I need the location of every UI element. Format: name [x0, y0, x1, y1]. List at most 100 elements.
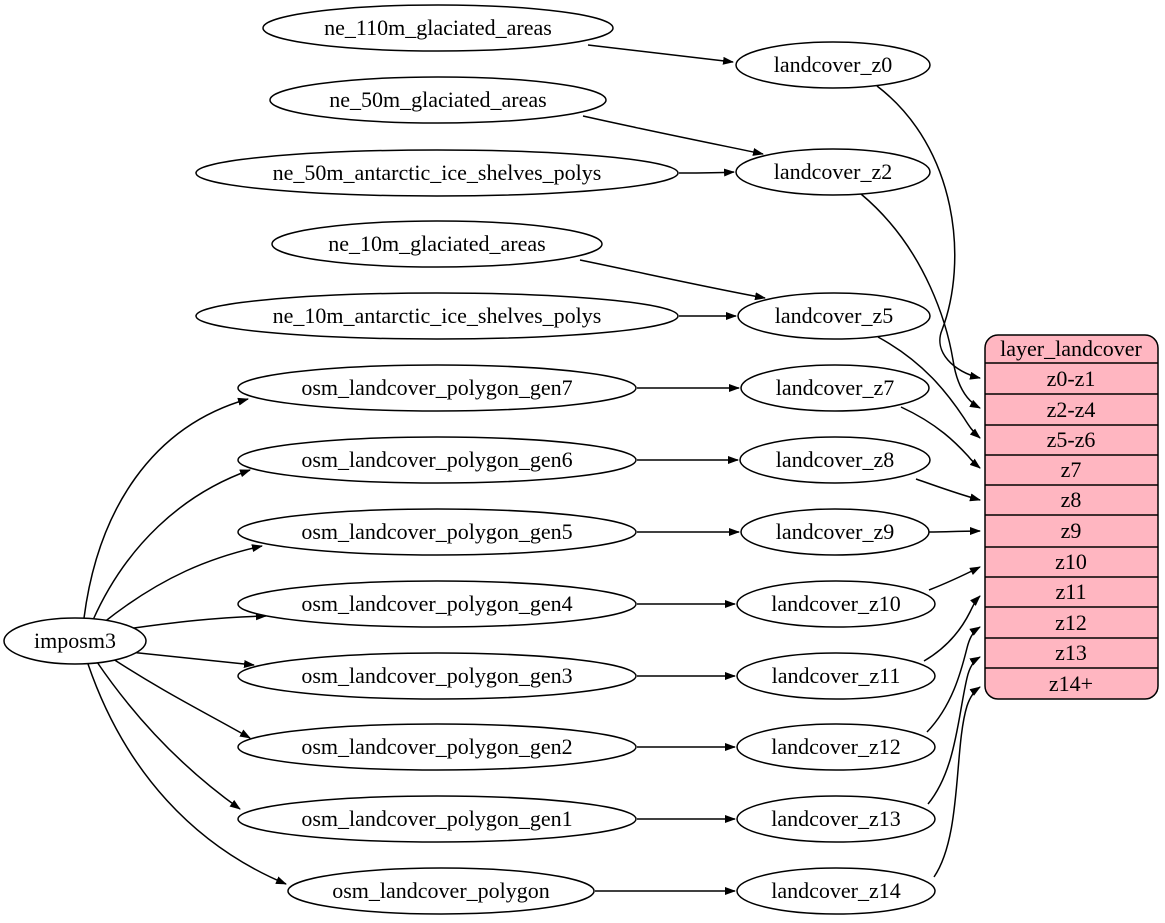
edge-imposm3-osm-landcover-polygon-gen1	[96, 661, 241, 810]
node-layer-landcover: layer_landcover z0-z1 z2-z4 z5-z6 z7 z8 …	[984, 334, 1159, 700]
record-row-z14plus: z14+	[1049, 671, 1093, 696]
node-ellipse	[736, 723, 936, 771]
node-label: landcover_z13	[771, 806, 901, 831]
node-landcover-z12: landcover_z12	[736, 723, 936, 771]
node-ellipse	[3, 617, 147, 665]
node-label: imposm3	[34, 628, 116, 653]
node-ne-10m-glaciated-areas: ne_10m_glaciated_areas	[271, 220, 603, 268]
node-ellipse	[737, 292, 931, 340]
node-label: osm_landcover_polygon_gen1	[301, 806, 572, 831]
node-label: landcover_z14	[771, 878, 901, 903]
edge-landcover-z10-layer-landcover-z10	[928, 566, 981, 591]
edge-landcover-z9-layer-landcover-z9	[928, 527, 981, 536]
node-landcover-z8: landcover_z8	[739, 436, 931, 484]
node-label: landcover_z5	[775, 303, 894, 328]
record-row-z10: z10	[1055, 549, 1087, 574]
node-imposm3: imposm3	[3, 617, 147, 665]
node-landcover-z2: landcover_z2	[735, 148, 931, 196]
node-ne-50m-glaciated-areas: ne_50m_glaciated_areas	[269, 76, 607, 124]
node-ellipse	[237, 723, 637, 771]
node-landcover-z5: landcover_z5	[737, 292, 931, 340]
edge-landcover-z7-layer-landcover-z7	[900, 406, 981, 469]
node-label: osm_landcover_polygon_gen2	[301, 734, 572, 759]
edge-landcover-z2-layer-landcover-z2-z4	[860, 193, 981, 409]
node-ellipse	[237, 508, 637, 556]
edge-imposm3-osm-landcover-polygon-gen2	[109, 656, 251, 739]
record-outline	[984, 334, 1159, 700]
node-osm-landcover-polygon: osm_landcover_polygon	[287, 867, 595, 915]
node-osm-landcover-polygon-gen6: osm_landcover_polygon_gen6	[237, 436, 637, 484]
record-title: layer_landcover	[1000, 336, 1142, 361]
record-row-z5-z6: z5-z6	[1047, 427, 1096, 452]
node-ellipse	[195, 292, 679, 340]
node-ellipse	[195, 149, 679, 197]
edge-landcover-z12-layer-landcover-z12	[926, 626, 981, 733]
node-label: ne_110m_glaciated_areas	[324, 15, 552, 40]
edge-imposm3-osm-landcover-polygon-gen7	[83, 397, 249, 619]
node-label: osm_landcover_polygon_gen4	[301, 591, 572, 616]
node-ellipse	[739, 436, 931, 484]
node-label: osm_landcover_polygon_gen3	[301, 663, 572, 688]
record-row-z7: z7	[1061, 457, 1082, 482]
record-row-z2-z4: z2-z4	[1047, 397, 1096, 422]
node-ellipse	[736, 795, 936, 843]
node-ellipse	[237, 795, 637, 843]
node-ellipse	[736, 580, 936, 628]
edge-landcover-z5-layer-landcover-z5-z6	[877, 336, 981, 439]
edge-imposm3-osm-landcover-polygon-gen4	[119, 612, 267, 631]
node-ellipse	[237, 364, 637, 412]
record-row-z13: z13	[1055, 640, 1087, 665]
node-landcover-z0: landcover_z0	[735, 41, 931, 89]
edge-landcover-z13-layer-landcover-z13	[927, 656, 981, 805]
node-label: osm_landcover_polygon_gen5	[301, 519, 572, 544]
edge-ne-110m-glaciated-areas-landcover-z0	[587, 44, 734, 65]
edge-landcover-z14-layer-landcover-z14plus	[933, 686, 981, 878]
node-label: osm_landcover_polygon_gen6	[301, 447, 572, 472]
node-ellipse	[237, 436, 637, 484]
node-landcover-z7: landcover_z7	[740, 364, 930, 412]
record-row-z8: z8	[1061, 487, 1082, 512]
node-label: osm_landcover_polygon_gen7	[301, 375, 572, 400]
edge-imposm3-osm-landcover-polygon-gen6	[92, 469, 251, 621]
node-ellipse	[736, 652, 936, 700]
node-label: ne_10m_glaciated_areas	[328, 231, 545, 256]
node-landcover-z13: landcover_z13	[736, 795, 936, 843]
node-label: landcover_z11	[772, 663, 901, 688]
node-osm-landcover-polygon-gen2: osm_landcover_polygon_gen2	[237, 723, 637, 771]
node-label: landcover_z2	[774, 159, 893, 184]
edge-ne-50m-antarctic-ice-shelves-polys-landcover-z2	[678, 168, 735, 177]
node-ellipse	[740, 364, 930, 412]
edge-ne-10m-glaciated-areas-landcover-z5	[579, 259, 766, 301]
node-landcover-z10: landcover_z10	[736, 580, 936, 628]
record-row-z0-z1: z0-z1	[1047, 366, 1096, 391]
node-label: landcover_z10	[771, 591, 901, 616]
node-ellipse	[736, 867, 936, 915]
record-row-z9: z9	[1061, 518, 1082, 543]
edge-landcover-z8-layer-landcover-z8	[915, 478, 981, 502]
edge-ne-50m-glaciated-areas-landcover-z2	[582, 115, 764, 156]
node-label: landcover_z12	[771, 734, 901, 759]
node-ne-10m-antarctic-ice-shelves-polys: ne_10m_antarctic_ice_shelves_polys	[195, 292, 679, 340]
node-osm-landcover-polygon-gen3: osm_landcover_polygon_gen3	[237, 652, 637, 700]
node-label: landcover_z0	[774, 52, 893, 77]
node-ne-50m-antarctic-ice-shelves-polys: ne_50m_antarctic_ice_shelves_polys	[195, 149, 679, 197]
edge-landcover-z0-layer-landcover-z0-z1	[876, 85, 981, 380]
node-ellipse	[271, 220, 603, 268]
node-osm-landcover-polygon-gen4: osm_landcover_polygon_gen4	[237, 580, 637, 628]
node-osm-landcover-polygon-gen1: osm_landcover_polygon_gen1	[237, 795, 637, 843]
node-label: osm_landcover_polygon	[332, 878, 550, 903]
node-landcover-z11: landcover_z11	[736, 652, 936, 700]
node-label: landcover_z9	[776, 519, 895, 544]
node-label: landcover_z7	[776, 375, 895, 400]
record-row-z12: z12	[1055, 610, 1087, 635]
node-ellipse	[740, 508, 930, 556]
edge-imposm3-osm-landcover-polygon-gen3	[119, 650, 255, 668]
edges	[83, 44, 981, 896]
node-osm-landcover-polygon-gen5: osm_landcover_polygon_gen5	[237, 508, 637, 556]
node-ne-110m-glaciated-areas: ne_110m_glaciated_areas	[262, 4, 614, 52]
edge-imposm3-osm-landcover-polygon-gen5	[102, 544, 263, 624]
edge-imposm3-osm-landcover-polygon	[87, 663, 287, 885]
node-label: ne_50m_glaciated_areas	[329, 87, 546, 112]
node-landcover-z14: landcover_z14	[736, 867, 936, 915]
